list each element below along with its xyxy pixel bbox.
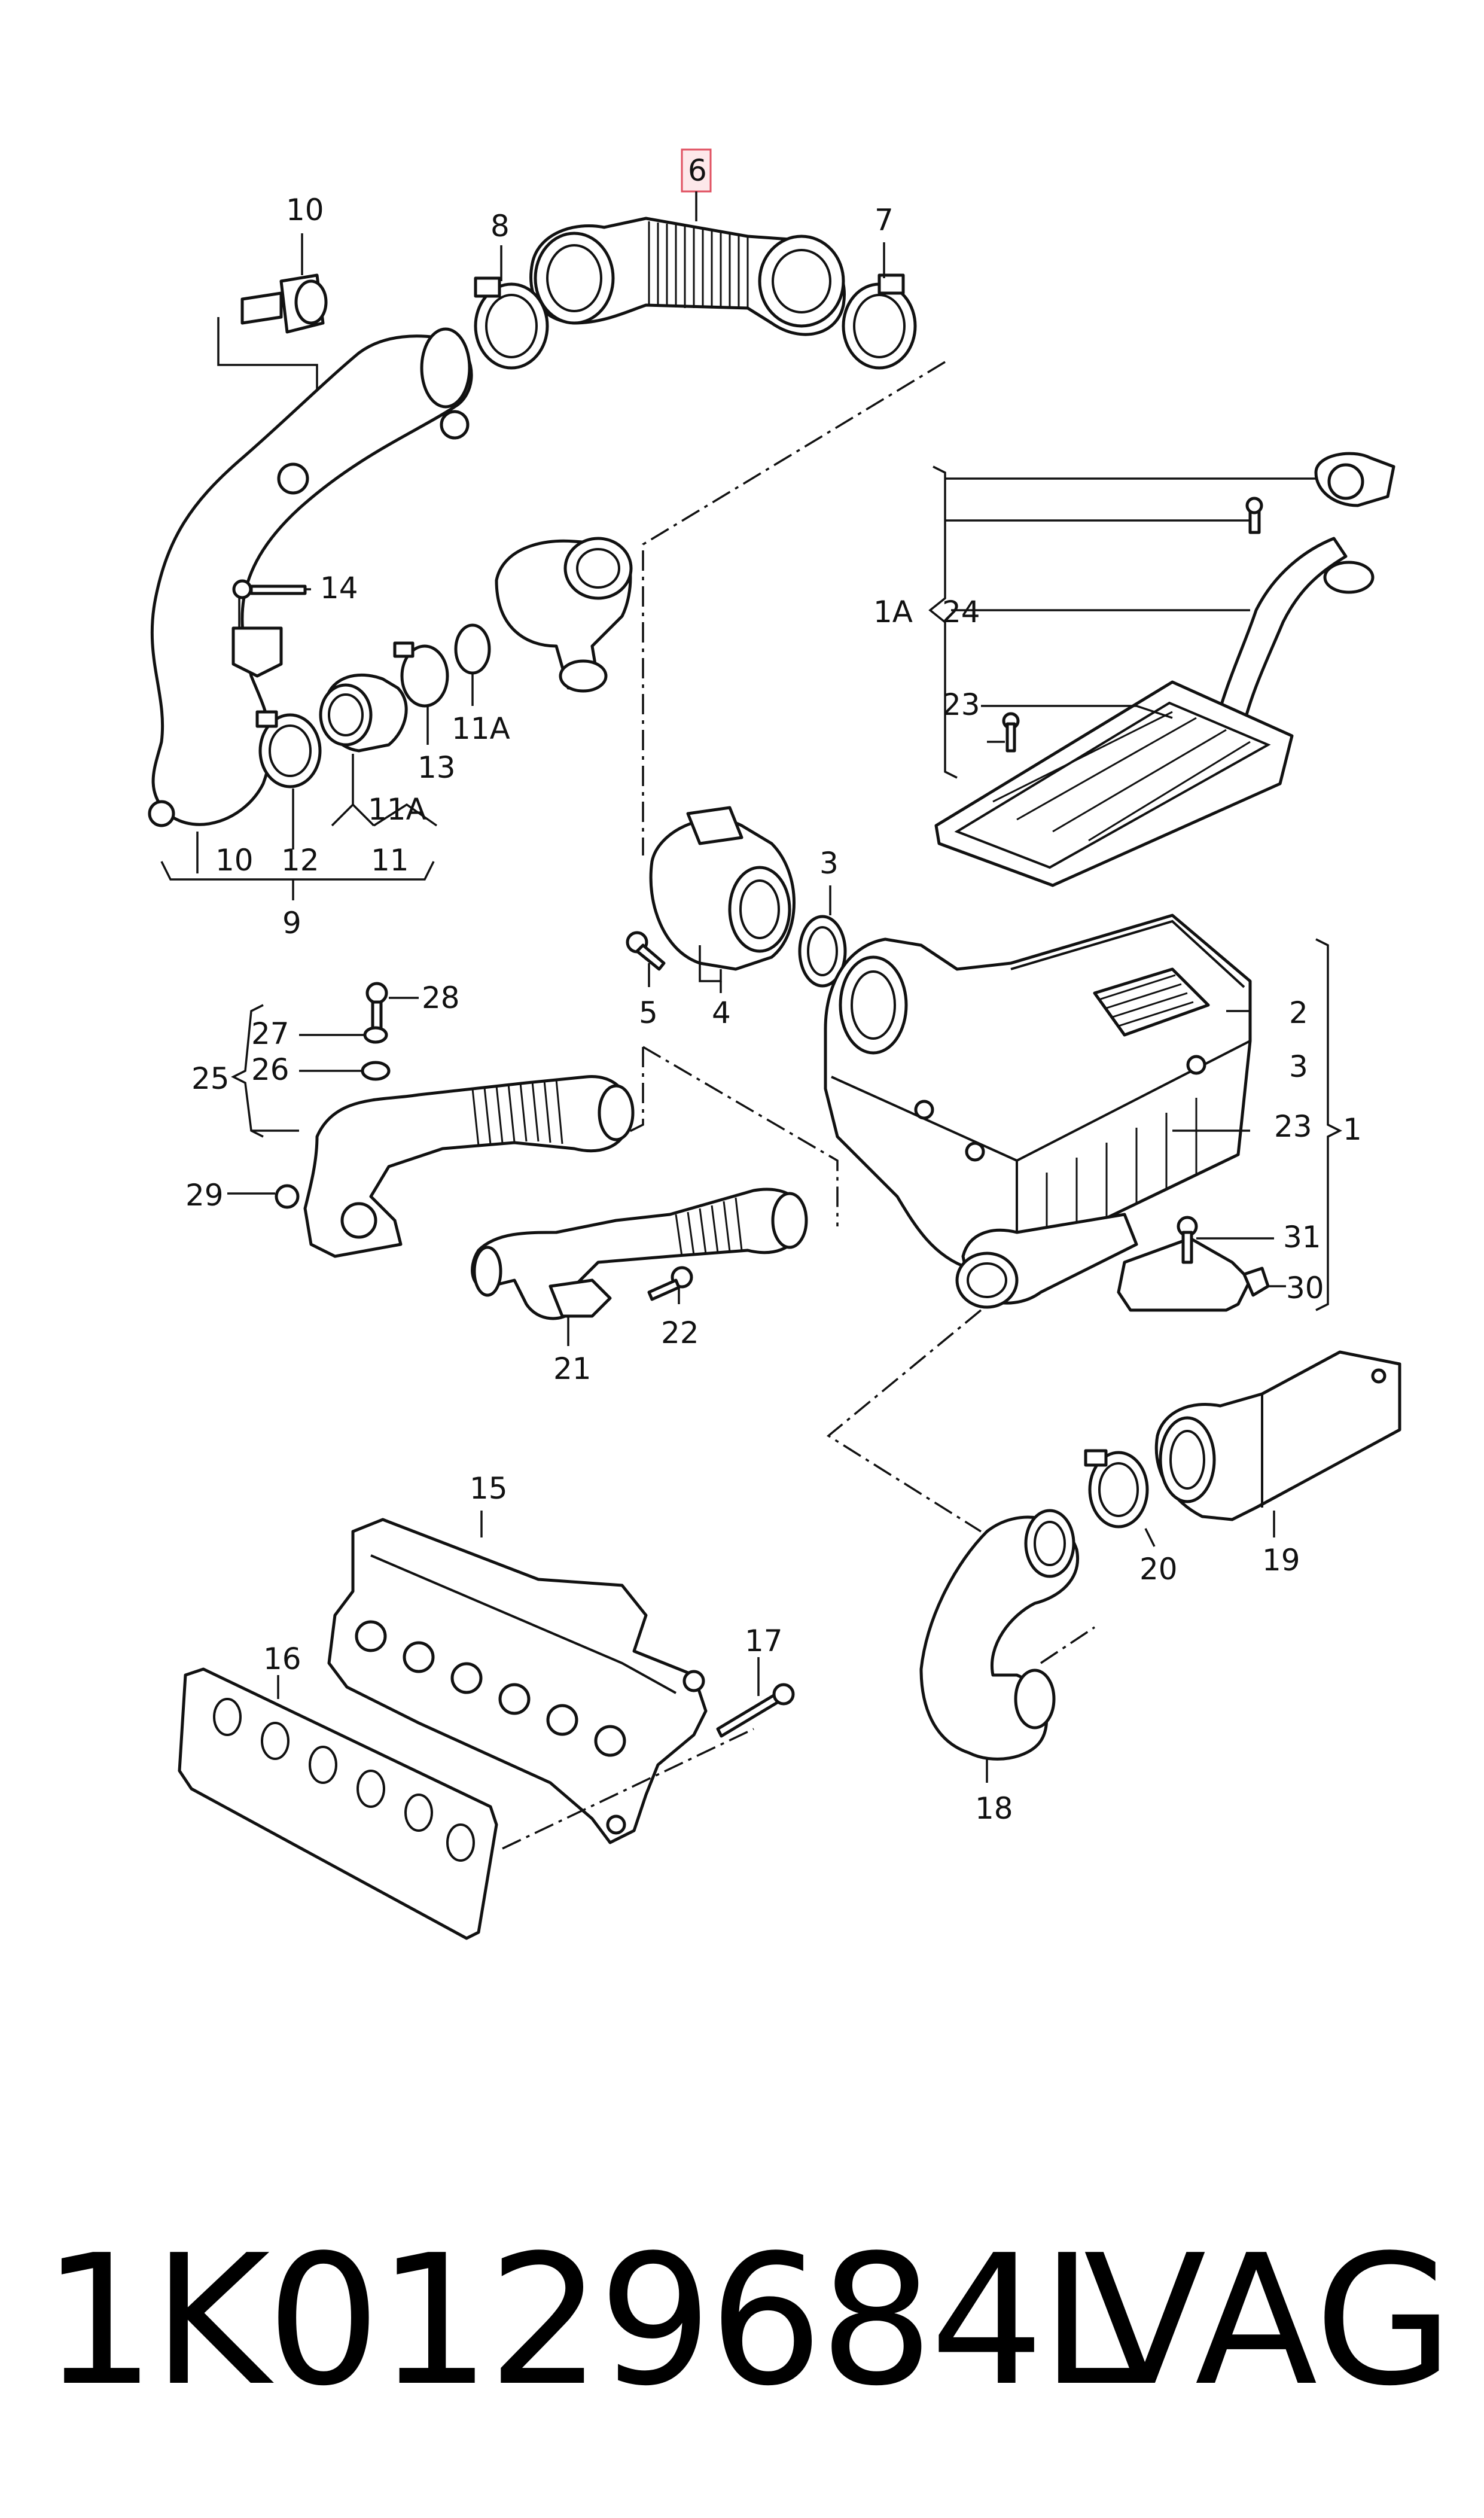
part-14-bolt[interactable] (232, 579, 307, 599)
part-15-intake-manifold[interactable] (327, 1518, 708, 1844)
callout-24[interactable]: 24 (942, 595, 980, 629)
callout-30[interactable]: 30 (1286, 1271, 1324, 1305)
part-6-intake-hose[interactable] (529, 217, 846, 336)
callout-5[interactable]: 5 (639, 995, 658, 1030)
callout-11A-lower[interactable]: 11A (368, 792, 426, 827)
callout-23-right[interactable]: 23 (1274, 1109, 1312, 1144)
callout-10-bottom[interactable]: 10 (215, 843, 254, 878)
part-10-charge-hose[interactable] (148, 327, 473, 827)
callout-12[interactable]: 12 (281, 843, 319, 878)
callout-26[interactable]: 26 (251, 1052, 290, 1087)
part-info-footer: 1K0129684L VAG (42, 2213, 1453, 2429)
part-18-intake-hose[interactable] (919, 1509, 1079, 1761)
callout-28[interactable]: 28 (422, 981, 460, 1015)
callout-31[interactable]: 31 (1283, 1220, 1321, 1255)
part-17-bolt[interactable] (716, 1683, 795, 1738)
callout-25[interactable]: 25 (191, 1061, 230, 1096)
part-19-air-intake-duct[interactable] (1154, 1350, 1401, 1521)
callout-19[interactable]: 19 (1262, 1543, 1300, 1578)
callout-11[interactable]: 11 (371, 843, 409, 878)
callout-3-left[interactable]: 3 (819, 846, 839, 881)
part-16-manifold-gasket[interactable] (178, 1667, 498, 1940)
part-8-hose-clamp[interactable] (474, 276, 549, 370)
part-23-filter-lid[interactable] (934, 680, 1294, 887)
part-31-screw[interactable] (1177, 1216, 1198, 1264)
callout-1A[interactable]: 1A (873, 595, 913, 629)
part-27-washer[interactable] (363, 1026, 388, 1044)
callout-18[interactable]: 18 (975, 1791, 1013, 1826)
part-4-air-mass-meter[interactable] (649, 806, 796, 971)
callout-6[interactable]: 6 (688, 153, 707, 188)
callout-29[interactable]: 29 (185, 1178, 224, 1213)
part-1-air-filter-housing[interactable] (824, 914, 1252, 1309)
part-11-sleeve[interactable] (319, 674, 408, 753)
part-25-charge-pipe[interactable] (303, 1075, 635, 1258)
callout-22[interactable]: 22 (661, 1316, 699, 1350)
callout-3-right[interactable]: 3 (1289, 1049, 1308, 1084)
part-20-hose-clamp[interactable] (1084, 1449, 1149, 1529)
exploded-parts-diagram: 6 8 7 10 14 (148, 148, 1401, 1940)
callout-2[interactable]: 2 (1289, 995, 1308, 1030)
callout-15[interactable]: 15 (470, 1471, 508, 1506)
turbo-outlet-elbow[interactable] (495, 537, 633, 693)
part-14-bracket[interactable] (231, 626, 283, 678)
callout-14[interactable]: 14 (320, 571, 358, 605)
part-22-screw[interactable] (647, 1266, 693, 1301)
part-21-charge-hose[interactable] (471, 1188, 808, 1320)
callout-9[interactable]: 9 (282, 906, 301, 940)
brand-name: VAG (1083, 2216, 1453, 2425)
part-11A-o-ring[interactable] (454, 623, 491, 675)
callout-10-top[interactable]: 10 (286, 193, 324, 227)
part-number: 1K0129684L (42, 2216, 1141, 2425)
part-28-bolt[interactable] (365, 982, 388, 1031)
callout-21[interactable]: 21 (553, 1351, 592, 1386)
callout-13[interactable]: 13 (418, 750, 456, 785)
callout-4[interactable]: 4 (712, 995, 731, 1030)
part-23-screw[interactable] (1002, 712, 1020, 753)
part-3-o-ring[interactable] (798, 915, 847, 988)
callout-27[interactable]: 27 (251, 1016, 290, 1051)
part-7-hose-clamp[interactable] (842, 273, 917, 370)
part-24-breather-hose[interactable] (1212, 452, 1395, 738)
part-29-nut[interactable] (275, 1184, 300, 1209)
callout-16[interactable]: 16 (263, 1642, 301, 1676)
part-13-clamp[interactable] (393, 641, 449, 708)
callout-11A-upper[interactable]: 11A (452, 711, 510, 746)
part-5-screw[interactable] (626, 931, 666, 971)
part-10-sensor[interactable] (240, 273, 328, 334)
part-24-screw[interactable] (1245, 497, 1263, 534)
callout-7[interactable]: 7 (874, 203, 894, 238)
callout-23-top[interactable]: 23 (942, 687, 980, 722)
callout-20[interactable]: 20 (1139, 1552, 1178, 1587)
part-12-clamp[interactable] (255, 710, 322, 788)
callout-1[interactable]: 1 (1343, 1112, 1362, 1147)
callout-8[interactable]: 8 (490, 209, 510, 243)
part-26-grommet[interactable] (361, 1061, 391, 1081)
part-30-bracket[interactable] (1117, 1237, 1270, 1312)
callout-17[interactable]: 17 (745, 1624, 783, 1658)
